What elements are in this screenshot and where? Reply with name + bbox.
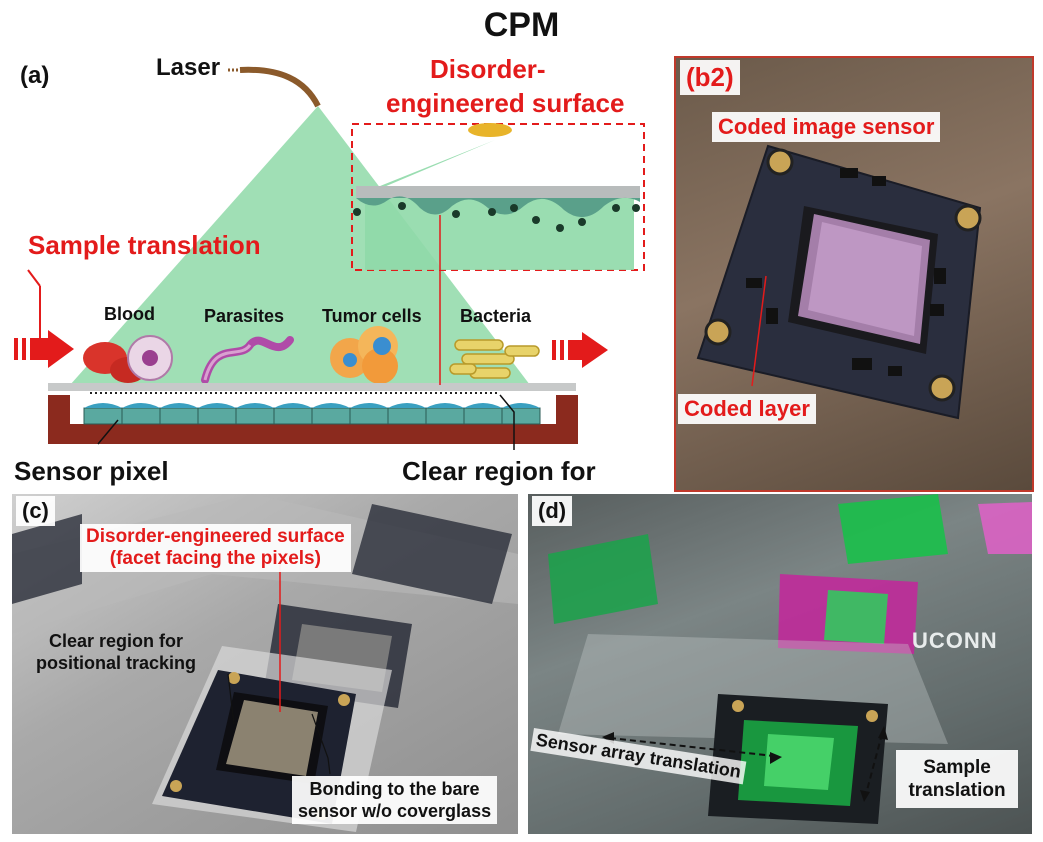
sample-label-parasites: Parasites bbox=[204, 306, 285, 326]
left-arrow bbox=[14, 330, 74, 368]
sample-label-bacteria: Bacteria bbox=[460, 306, 532, 326]
right-arrow bbox=[552, 332, 608, 368]
sample-translation-label: Sample translation bbox=[28, 230, 261, 260]
panel-d: (d) UCONN Sensor array translation Sampl… bbox=[528, 494, 1032, 834]
panel-a-diagram bbox=[14, 66, 645, 450]
panel-a-label: (a) bbox=[20, 62, 50, 89]
sample-label-tumor-cells: Tumor cells bbox=[322, 306, 422, 326]
coverglass bbox=[48, 383, 576, 391]
panel-a: (a) Laser Disorder- engineered surface S… bbox=[0, 40, 670, 490]
sensor-pixel-array bbox=[83, 403, 541, 425]
laser-beam bbox=[70, 106, 530, 385]
sample-translation-d-line1: Sample bbox=[923, 757, 991, 778]
inset-slab bbox=[356, 186, 640, 198]
clear-region-line1: Clear region for bbox=[49, 631, 184, 651]
disorder-surface-line2: (facet facing the pixels) bbox=[109, 548, 321, 569]
tumor-cell-icon bbox=[330, 326, 398, 384]
panel-b2: (b2) Coded image sensor Coded layer bbox=[674, 56, 1034, 492]
laser-fiber bbox=[239, 66, 321, 108]
parasite-icon bbox=[201, 336, 294, 384]
blood-icon bbox=[83, 335, 173, 383]
sample-label-blood: Blood bbox=[104, 304, 155, 324]
bacteria-icon bbox=[449, 339, 540, 379]
laser-label: Laser bbox=[156, 54, 221, 81]
disorder-label-line1: Disorder- bbox=[430, 54, 546, 84]
coded-sensor-photo bbox=[696, 144, 982, 420]
panel-d-label: (d) bbox=[532, 496, 573, 526]
disorder-surface-line1: Disorder-engineered surface bbox=[86, 526, 345, 547]
sensor-pixel-label: Sensor pixel bbox=[14, 456, 169, 486]
clear-region-label: Clear region for bbox=[402, 456, 596, 486]
panel-b2-label: (b2) bbox=[680, 60, 740, 95]
inset-emitter bbox=[468, 123, 512, 137]
sample-well bbox=[48, 395, 578, 444]
sample-translation-d-label: Sample translation bbox=[896, 750, 1018, 808]
panel-c-label: (c) bbox=[16, 496, 55, 526]
scatter-dots bbox=[353, 202, 640, 232]
clear-region-line2: positional tracking bbox=[36, 653, 197, 673]
disorder-surface-label: Disorder-engineered surface (facet facin… bbox=[80, 524, 351, 572]
disorder-label-line2: engineered surface bbox=[386, 88, 625, 118]
panel-c: (c) Disorder-engineered surface (facet f… bbox=[12, 494, 518, 834]
disorder-surface bbox=[356, 196, 640, 218]
sample-translation-d-line2: translation bbox=[908, 780, 1006, 801]
bonding-line1: Bonding to the bare bbox=[309, 779, 480, 799]
bonding-line2: sensor w/o coverglass bbox=[298, 801, 492, 821]
uconn-label: UCONN bbox=[912, 628, 998, 653]
clear-region-tracking-label: Clear region for positional tracking bbox=[36, 630, 196, 674]
figure-title: CPM bbox=[483, 6, 560, 44]
bonding-label: Bonding to the bare sensor w/o coverglas… bbox=[292, 776, 498, 824]
coded-image-sensor-label: Coded image sensor bbox=[712, 112, 941, 142]
coded-layer-label: Coded layer bbox=[678, 394, 816, 424]
